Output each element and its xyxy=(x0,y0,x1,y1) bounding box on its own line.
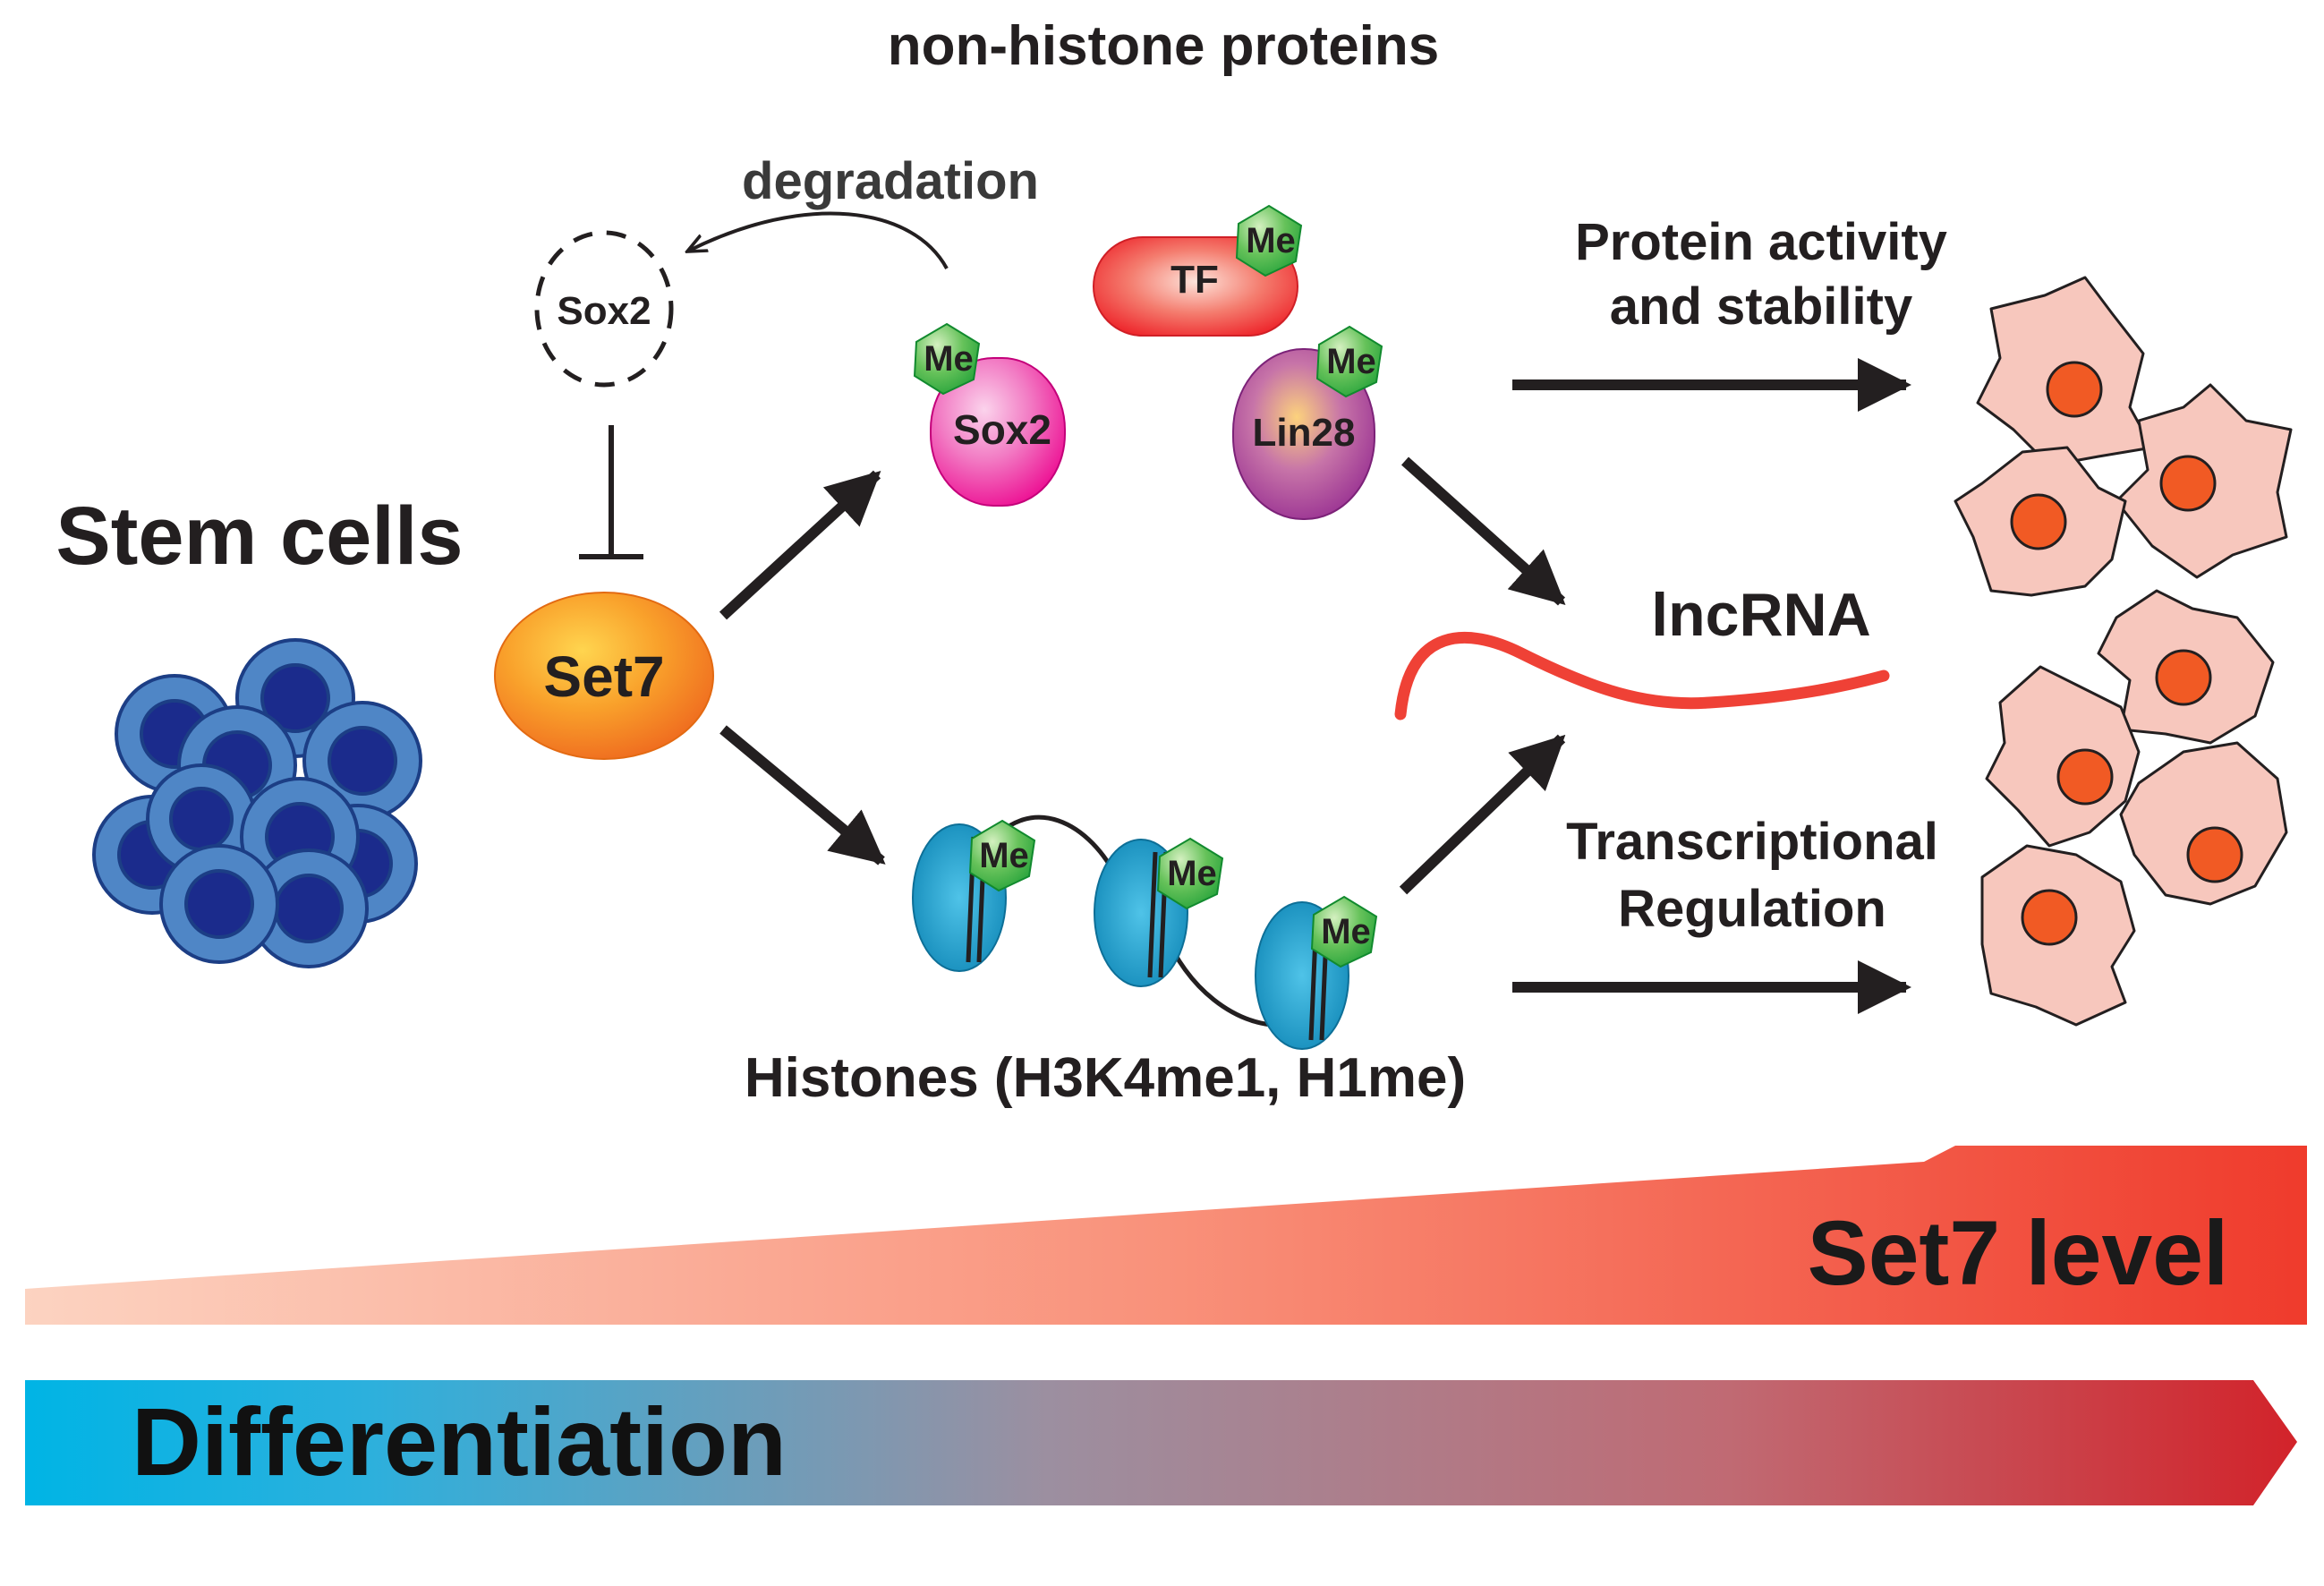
arrow-set7-to-histones xyxy=(719,725,886,865)
diff-cell xyxy=(2115,383,2293,579)
set7-label: Set7 xyxy=(543,644,664,709)
diff-cell xyxy=(2097,589,2275,745)
lncrna-label: lncRNA xyxy=(1651,581,1871,649)
degradation-arrow xyxy=(689,211,949,269)
diff-cell xyxy=(1976,276,2154,467)
sox2-protein xyxy=(930,357,1066,507)
non-histone-proteins-label: non-histone proteins xyxy=(888,15,1440,77)
arrow-set7-to-nonhistone xyxy=(719,470,881,620)
degradation-label: degradation xyxy=(742,152,1039,210)
stem-cell-cluster xyxy=(92,638,422,968)
protein-activity-label-line1: Protein activity xyxy=(1575,213,1947,271)
me-label: Me xyxy=(924,339,974,379)
diff-cell xyxy=(1985,665,2141,848)
set7-level-label: Set7 level xyxy=(1808,1202,2229,1304)
me-label: Me xyxy=(979,836,1029,875)
tf-label: TF xyxy=(1171,258,1219,302)
me-label: Me xyxy=(1246,221,1296,260)
transcriptional-label-line1: Transcriptional xyxy=(1566,813,1938,871)
histones-label: Histones (H3K4me1, H1me) xyxy=(745,1047,1466,1109)
me-label: Me xyxy=(1321,912,1371,951)
diff-cell xyxy=(2119,741,2288,906)
lin28-me-tag: Me xyxy=(1316,326,1383,397)
lin28-label: Lin28 xyxy=(1253,411,1356,455)
differentiated-cells xyxy=(1954,276,2293,1027)
sox2-label: Sox2 xyxy=(953,406,1051,453)
sox2-me-tag: Me xyxy=(914,323,980,395)
set7-enzyme xyxy=(494,592,714,760)
protein-activity-label-line2: and stability xyxy=(1610,277,1912,336)
transcriptional-label-line2: Regulation xyxy=(1618,880,1886,938)
histone-me-tag-3: Me xyxy=(1311,896,1377,968)
lncrna-strand xyxy=(1394,631,1890,721)
tf-me-tag: Me xyxy=(1236,205,1302,277)
histone-me-tag-1: Me xyxy=(969,820,1035,891)
stem-cells-label: Stem cells xyxy=(55,490,463,582)
me-label: Me xyxy=(1326,342,1376,381)
degraded-sox2-label: Sox2 xyxy=(557,289,651,333)
diff-cell xyxy=(1954,446,2127,597)
me-label: Me xyxy=(1167,854,1217,893)
histone-me-tag-2: Me xyxy=(1157,838,1223,909)
arrow-lin28-to-lncrna xyxy=(1400,456,1566,606)
degraded-sox2-circle xyxy=(534,230,674,388)
differentiation-gradient-arrow xyxy=(25,1380,2297,1505)
set7-level-gradient-bar xyxy=(25,1146,2307,1325)
arrow-histones-to-lncrna xyxy=(1399,734,1566,895)
differentiation-label: Differentiation xyxy=(132,1387,787,1496)
histone-chromatin: Me Me Me xyxy=(912,814,1377,1050)
diff-cell xyxy=(1980,844,2136,1027)
